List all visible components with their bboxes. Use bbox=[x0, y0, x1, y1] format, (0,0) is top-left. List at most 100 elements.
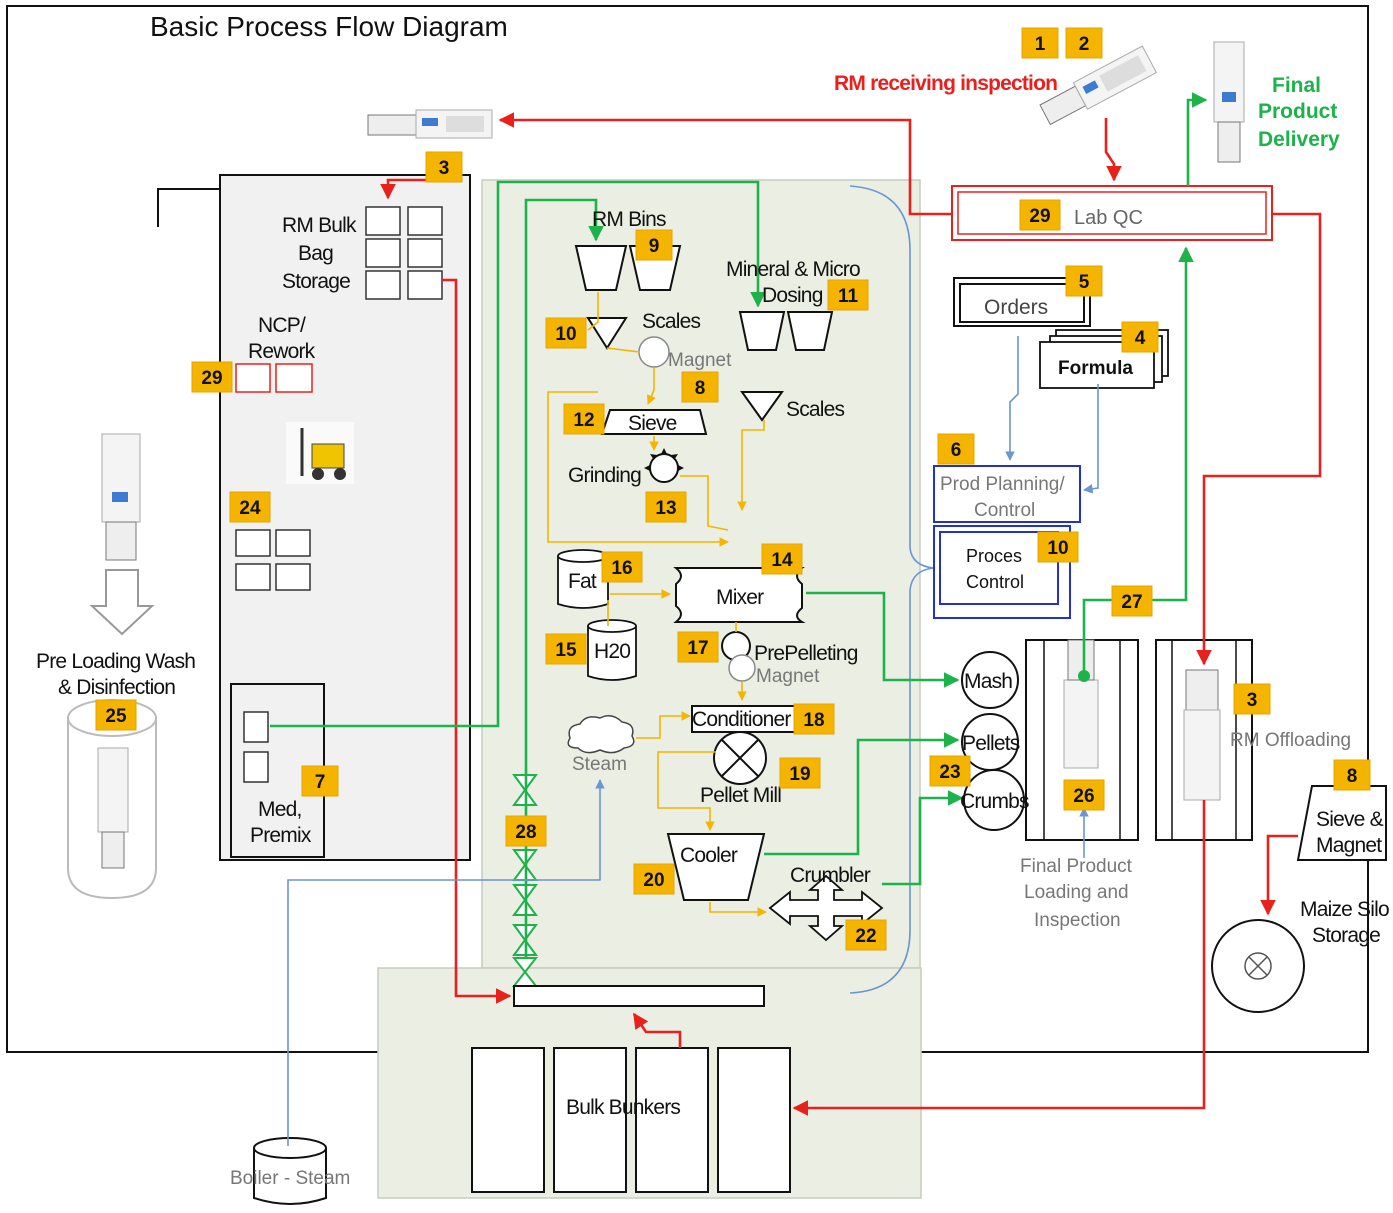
process-control-label-1: Proces bbox=[966, 546, 1022, 566]
svg-text:8: 8 bbox=[1347, 766, 1358, 787]
badge-3-top: 3 bbox=[426, 152, 462, 182]
sieve-magnet-label-2: Magnet bbox=[1316, 834, 1382, 857]
rm-bulk-label-1: RM Bulk bbox=[282, 214, 357, 237]
badge-19: 19 bbox=[780, 758, 820, 788]
diagram-title: Basic Process Flow Diagram bbox=[150, 11, 508, 42]
svg-text:2: 2 bbox=[1079, 34, 1090, 55]
storage-bracket bbox=[158, 189, 220, 227]
badge-29-lab: 29 bbox=[1020, 200, 1060, 230]
maize-label-1: Maize Silo bbox=[1300, 898, 1389, 921]
badge-5: 5 bbox=[1066, 266, 1102, 296]
badge-27: 27 bbox=[1112, 586, 1152, 616]
svg-text:17: 17 bbox=[687, 638, 708, 659]
mash-label: Mash bbox=[964, 670, 1012, 693]
crumbler-label: Crumbler bbox=[790, 864, 871, 887]
svg-text:24: 24 bbox=[239, 498, 261, 519]
ncp-label-2: Rework bbox=[248, 340, 316, 363]
badge-3-right: 3 bbox=[1234, 684, 1270, 714]
scales-label-2: Scales bbox=[786, 398, 845, 421]
svg-text:23: 23 bbox=[939, 762, 960, 783]
orders-label: Orders bbox=[984, 296, 1048, 319]
sieve-label: Sieve bbox=[628, 412, 677, 435]
ncp-label-1: NCP/ bbox=[258, 314, 306, 337]
badge-25: 25 bbox=[96, 700, 136, 730]
badge-7: 7 bbox=[302, 766, 338, 796]
maize-label-2: Storage bbox=[1312, 924, 1380, 947]
rm-bulk-label-2: Bag bbox=[298, 242, 333, 265]
badge-9: 9 bbox=[636, 230, 672, 260]
rm-bulk-label-3: Storage bbox=[282, 270, 350, 293]
svg-text:28: 28 bbox=[515, 822, 536, 843]
svg-text:29: 29 bbox=[201, 368, 222, 389]
truck-top-left-icon bbox=[368, 110, 492, 138]
pre-loading-label-2: & Disinfection bbox=[58, 676, 175, 699]
svg-text:18: 18 bbox=[803, 710, 824, 731]
badge-23: 23 bbox=[930, 756, 970, 786]
lab-qc-label: Lab QC bbox=[1074, 207, 1143, 229]
magnet-2-icon bbox=[729, 655, 755, 681]
svg-text:4: 4 bbox=[1135, 328, 1146, 349]
svg-text:9: 9 bbox=[649, 236, 660, 257]
pellets-label: Pellets bbox=[962, 732, 1020, 755]
svg-text:27: 27 bbox=[1121, 592, 1142, 613]
grinding-label: Grinding bbox=[568, 464, 641, 487]
svg-text:12: 12 bbox=[573, 410, 594, 431]
mixer-label: Mixer bbox=[716, 586, 764, 609]
badge-18: 18 bbox=[794, 704, 834, 734]
svg-text:5: 5 bbox=[1079, 272, 1090, 293]
svg-text:10: 10 bbox=[1047, 538, 1068, 559]
h20-label: H20 bbox=[594, 640, 630, 663]
fat-label: Fat bbox=[568, 570, 597, 593]
mineral-label-1: Mineral & Micro bbox=[726, 258, 860, 281]
badge-8-right: 8 bbox=[1334, 760, 1370, 790]
badge-28: 28 bbox=[506, 816, 546, 846]
badge-15: 15 bbox=[546, 634, 586, 664]
pre-loading-label-1: Pre Loading Wash bbox=[36, 650, 195, 673]
badge-10-scales: 10 bbox=[546, 318, 586, 348]
badge-17: 17 bbox=[678, 632, 718, 662]
svg-text:14: 14 bbox=[771, 550, 793, 571]
svg-text:6: 6 bbox=[951, 440, 962, 461]
crumbs-label: Crumbs bbox=[960, 790, 1029, 813]
badge-20: 20 bbox=[634, 864, 674, 894]
badge-1: 1 bbox=[1022, 28, 1058, 58]
badge-10-proc: 10 bbox=[1038, 532, 1078, 562]
magnet-1-icon bbox=[639, 337, 669, 367]
prod-planning-label-2: Control bbox=[974, 500, 1035, 521]
svg-text:13: 13 bbox=[655, 498, 676, 519]
truck-preloading-icon bbox=[102, 434, 140, 560]
rm-offloading-label: RM Offloading bbox=[1230, 730, 1351, 751]
bulk-bunkers-label: Bulk Bunkers bbox=[566, 1096, 680, 1119]
badge-8-mid: 8 bbox=[682, 372, 718, 402]
rm-bins-label: RM Bins bbox=[592, 208, 666, 231]
formula-label: Formula bbox=[1058, 358, 1133, 379]
final-product-delivery-label-2: Product bbox=[1258, 100, 1337, 123]
cooler-label: Cooler bbox=[680, 844, 738, 867]
svg-text:26: 26 bbox=[1073, 786, 1094, 807]
boiler-label: Boiler - Steam bbox=[230, 1168, 350, 1189]
svg-text:3: 3 bbox=[439, 158, 450, 179]
svg-text:22: 22 bbox=[855, 926, 876, 947]
final-loading-label-1: Final Product bbox=[1020, 856, 1133, 877]
final-loading-label-2: Loading and bbox=[1024, 882, 1129, 903]
med-label-2: Premix bbox=[250, 824, 312, 847]
final-loading-label-3: Inspection bbox=[1034, 910, 1121, 931]
badge-14: 14 bbox=[762, 544, 802, 574]
svg-text:11: 11 bbox=[838, 286, 859, 307]
pellet-mill-icon bbox=[714, 732, 766, 784]
sieve-magnet-label-1: Sieve & bbox=[1316, 808, 1384, 831]
med-label-1: Med, bbox=[258, 798, 302, 821]
svg-text:8: 8 bbox=[695, 378, 706, 399]
badge-24: 24 bbox=[230, 492, 270, 522]
badge-29-ncp: 29 bbox=[192, 362, 232, 392]
final-product-delivery-label-1: Final bbox=[1272, 74, 1321, 97]
badge-13: 13 bbox=[646, 492, 686, 522]
pellet-mill-label: Pellet Mill bbox=[700, 784, 781, 807]
svg-text:1: 1 bbox=[1035, 34, 1046, 55]
svg-text:15: 15 bbox=[555, 640, 577, 661]
magnet-label-1: Magnet bbox=[668, 350, 732, 371]
badge-2: 2 bbox=[1066, 28, 1102, 58]
badge-6: 6 bbox=[938, 434, 974, 464]
rm-receiving-label: RM receiving inspection bbox=[834, 72, 1057, 95]
